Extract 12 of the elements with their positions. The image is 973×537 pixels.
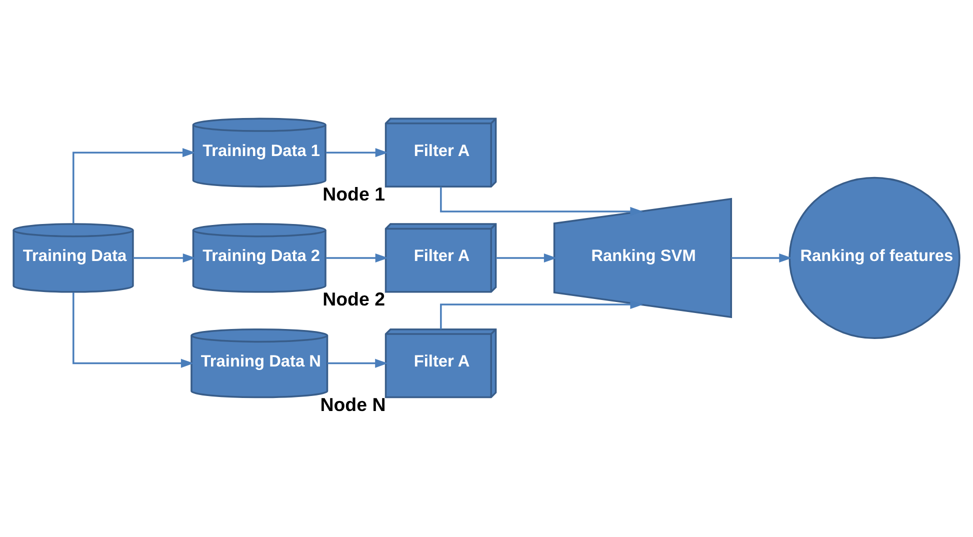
arrow bbox=[326, 148, 388, 158]
arrow bbox=[731, 253, 792, 262]
arrow bbox=[496, 253, 557, 262]
arrow bbox=[327, 358, 388, 368]
node-box: Ranking SVM bbox=[553, 198, 732, 318]
arrow bbox=[326, 253, 388, 262]
arrow bbox=[133, 253, 196, 262]
arrow bbox=[72, 148, 196, 224]
arrow bbox=[72, 292, 194, 368]
arrow bbox=[440, 186, 644, 216]
arrow bbox=[440, 300, 644, 330]
node-circle: Ranking of features bbox=[788, 176, 960, 340]
